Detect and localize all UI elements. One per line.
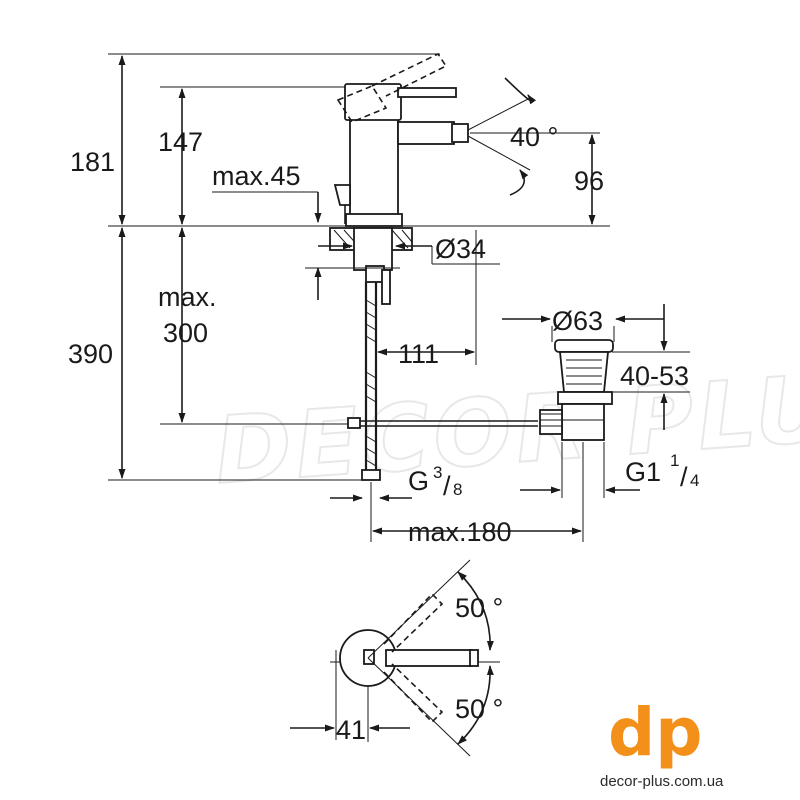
side-elevation-view: 181 147 390 max. 300 max.45 (68, 52, 699, 547)
label-40-53: 40-53 (620, 361, 689, 391)
svg-text:/: / (680, 462, 688, 492)
waste-tail (561, 403, 605, 441)
lever-handle (397, 87, 457, 98)
faucet-body (333, 52, 469, 227)
label-40-degree: 40 ° (510, 122, 558, 152)
dimension-diameter-63: Ø63 (502, 306, 664, 342)
dimension-96: 96 (574, 134, 604, 225)
svg-text:/: / (443, 471, 451, 501)
label-max: max. (158, 282, 217, 312)
dimension-50-degree-top: 50 ° (367, 559, 503, 659)
label-300: 300 (163, 318, 208, 348)
dimension-41: 41 (290, 686, 410, 745)
label-g1-denominator: 4 (690, 471, 699, 490)
dimension-390: 390 (68, 227, 126, 479)
dimension-diameter-34: Ø34 (318, 234, 500, 265)
waste-nut (557, 391, 613, 405)
watermark: DECOR PLUS (212, 350, 800, 505)
aerator (451, 123, 469, 143)
mounting-nut (353, 227, 393, 271)
lever-raised-outline (336, 52, 448, 123)
spout (397, 121, 455, 145)
label-g-numerator: 3 (433, 463, 442, 482)
plan-view: 50 ° 50 ° 41 (290, 559, 503, 757)
dimension-40-degree: 40 ° (467, 77, 600, 196)
hose-fitting (361, 469, 381, 481)
waste-assembly (539, 339, 614, 441)
brand-mark: dp (608, 694, 703, 771)
plan-lever (385, 649, 473, 667)
dimension-max-45: max.45 (212, 161, 360, 300)
base-ring (345, 213, 403, 227)
popup-knob (333, 184, 351, 206)
dimension-max-300: max. 300 (158, 227, 217, 423)
label-max-45: max.45 (212, 161, 301, 191)
label-96: 96 (574, 166, 604, 196)
waste-body (559, 351, 609, 393)
label-g1: G1 (625, 457, 661, 487)
mounting-assembly (329, 227, 413, 305)
label-diameter-63: Ø63 (552, 306, 603, 336)
label-181: 181 (70, 147, 115, 177)
dimension-50-degree-bottom: 50 ° (367, 657, 503, 757)
label-g: G (408, 466, 429, 496)
label-50-degree-top: 50 ° (455, 593, 503, 623)
label-147: 147 (158, 127, 203, 157)
label-max-180: max.180 (408, 517, 512, 547)
label-111: 111 (398, 339, 439, 369)
dimension-181: 181 (70, 55, 126, 225)
label-g-denominator: 8 (453, 480, 462, 499)
label-g1-numerator: 1 (670, 451, 679, 470)
dimension-g1-quarter: G1 1 / 4 (520, 442, 699, 498)
label-50-degree-bottom: 50 ° (455, 694, 503, 724)
connecting-rod (347, 417, 538, 429)
waste-cap (554, 339, 614, 353)
dimension-g-3-8: G 3 / 8 (330, 463, 462, 502)
label-390: 390 (68, 339, 113, 369)
dimension-111: 111 (377, 230, 477, 369)
popup-rod (381, 269, 391, 305)
lever-housing (344, 83, 402, 121)
rod-clamp (347, 417, 361, 429)
brand-website: decor-plus.com.ua (600, 773, 724, 790)
dimension-40-53: 40-53 (612, 304, 690, 430)
waste-lever-socket (539, 409, 563, 435)
label-41: 41 (336, 715, 366, 745)
dimension-max-180: max.180 (370, 442, 584, 547)
label-diameter-34: Ø34 (435, 234, 486, 264)
dimension-147: 147 (158, 88, 203, 225)
brand-logo: dp decor-plus.com.ua (600, 694, 724, 790)
flexible-hose (361, 282, 381, 481)
